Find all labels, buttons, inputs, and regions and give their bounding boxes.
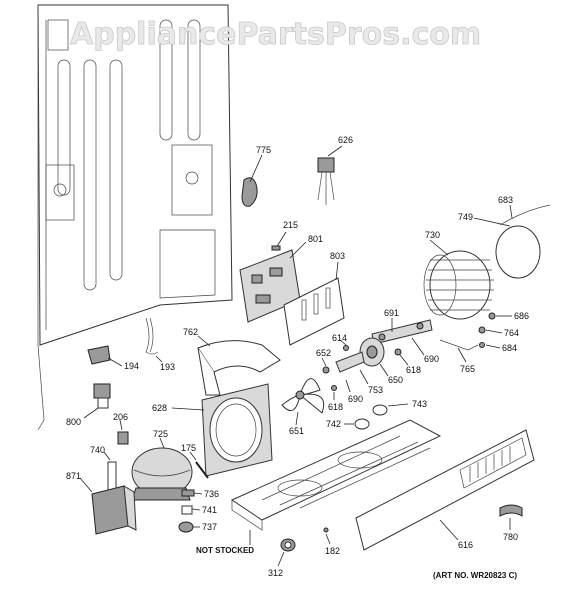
label-742: 742 bbox=[326, 419, 341, 429]
part-215[interactable]: 215 bbox=[271, 220, 298, 251]
part-749[interactable]: 749 bbox=[458, 212, 541, 279]
label-730: 730 bbox=[425, 230, 440, 240]
label-650: 650 bbox=[388, 375, 403, 385]
label-652: 652 bbox=[316, 348, 331, 358]
label-683: 683 bbox=[498, 195, 513, 205]
part-737[interactable]: 737 bbox=[178, 521, 217, 533]
label-614: 614 bbox=[332, 333, 347, 343]
watermark-logo: AppliancePartsPros.com bbox=[70, 17, 481, 52]
label-765: 765 bbox=[460, 364, 475, 374]
label-690-lower: 690 bbox=[348, 394, 363, 404]
label-651: 651 bbox=[289, 426, 304, 436]
label-686: 686 bbox=[514, 311, 529, 321]
part-194[interactable]: 194 bbox=[87, 345, 139, 371]
label-737: 737 bbox=[202, 522, 217, 532]
part-628[interactable]: 628 bbox=[152, 383, 273, 477]
not-stocked-label: NOT STOCKED bbox=[196, 546, 254, 555]
part-650[interactable]: 650 bbox=[359, 337, 403, 385]
part-616[interactable]: 616 bbox=[355, 429, 535, 551]
part-683[interactable]: 683 bbox=[498, 195, 551, 226]
part-182[interactable]: 182 bbox=[323, 527, 340, 556]
part-765[interactable]: 765 bbox=[439, 339, 479, 374]
label-691: 691 bbox=[384, 308, 399, 318]
part-686[interactable]: 686 bbox=[488, 311, 529, 321]
part-312[interactable]: 312 bbox=[268, 538, 296, 578]
label-871: 871 bbox=[66, 471, 81, 481]
label-616: 616 bbox=[458, 540, 473, 550]
label-193: 193 bbox=[160, 362, 175, 372]
base-pan bbox=[230, 419, 442, 531]
label-618-upper: 618 bbox=[406, 365, 421, 375]
label-764: 764 bbox=[504, 328, 519, 338]
part-206[interactable]: 206 bbox=[113, 412, 129, 445]
part-626[interactable]: 626 bbox=[317, 135, 353, 205]
part-871[interactable]: 871 bbox=[66, 471, 137, 535]
label-753: 753 bbox=[368, 385, 383, 395]
label-175: 175 bbox=[181, 443, 196, 453]
part-614[interactable]: 614 bbox=[332, 333, 349, 351]
label-762: 762 bbox=[183, 327, 198, 337]
part-690-upper[interactable]: 690 bbox=[411, 337, 439, 364]
label-780: 780 bbox=[503, 532, 518, 542]
label-684: 684 bbox=[502, 343, 517, 353]
part-775[interactable]: 775 bbox=[241, 145, 271, 207]
part-618-lower[interactable]: 618 bbox=[328, 385, 343, 413]
part-193[interactable]: 193 bbox=[145, 317, 175, 372]
part-725[interactable]: 725 bbox=[131, 429, 193, 501]
label-743: 743 bbox=[412, 399, 427, 409]
part-651[interactable]: 651 bbox=[281, 378, 325, 436]
part-753[interactable]: 753 bbox=[335, 351, 383, 395]
part-742[interactable]: 742 bbox=[326, 418, 370, 430]
label-206: 206 bbox=[113, 412, 128, 422]
label-803: 803 bbox=[330, 251, 345, 261]
part-764[interactable]: 764 bbox=[478, 326, 519, 338]
label-312: 312 bbox=[268, 568, 283, 578]
label-194: 194 bbox=[124, 361, 139, 371]
label-628: 628 bbox=[152, 403, 167, 413]
art-number: (ART NO. WR20823 C) bbox=[433, 571, 517, 580]
part-684[interactable]: 684 bbox=[479, 342, 518, 354]
label-215: 215 bbox=[283, 220, 298, 230]
label-801: 801 bbox=[308, 234, 323, 244]
part-780[interactable]: 780 bbox=[499, 504, 523, 542]
label-626: 626 bbox=[338, 135, 353, 145]
cabinet-back-panel bbox=[37, 4, 233, 431]
label-749: 749 bbox=[458, 212, 473, 222]
part-175[interactable]: 175 bbox=[181, 443, 209, 479]
label-800: 800 bbox=[66, 417, 81, 427]
label-741: 741 bbox=[202, 505, 217, 515]
part-762[interactable]: 762 bbox=[183, 327, 281, 396]
label-775: 775 bbox=[256, 145, 271, 155]
label-182: 182 bbox=[325, 546, 340, 556]
label-690-upper: 690 bbox=[424, 354, 439, 364]
part-618-upper[interactable]: 618 bbox=[394, 348, 421, 375]
part-803[interactable]: 803 bbox=[283, 251, 345, 346]
part-730[interactable]: 730 bbox=[423, 230, 494, 320]
part-736[interactable]: 736 bbox=[181, 489, 219, 499]
part-743[interactable]: 743 bbox=[372, 399, 427, 416]
part-691[interactable]: 691 bbox=[371, 308, 433, 345]
part-800[interactable]: 800 bbox=[66, 383, 111, 427]
part-652[interactable]: 652 bbox=[316, 348, 331, 374]
label-725: 725 bbox=[153, 429, 168, 439]
label-618-lower: 618 bbox=[328, 402, 343, 412]
part-741[interactable]: 741 bbox=[181, 505, 217, 515]
part-690-lower[interactable]: 690 bbox=[345, 379, 363, 404]
part-740[interactable]: 740 bbox=[90, 445, 117, 495]
label-736: 736 bbox=[204, 489, 219, 499]
label-740: 740 bbox=[90, 445, 105, 455]
not-stocked-note: NOT STOCKED bbox=[196, 530, 254, 555]
